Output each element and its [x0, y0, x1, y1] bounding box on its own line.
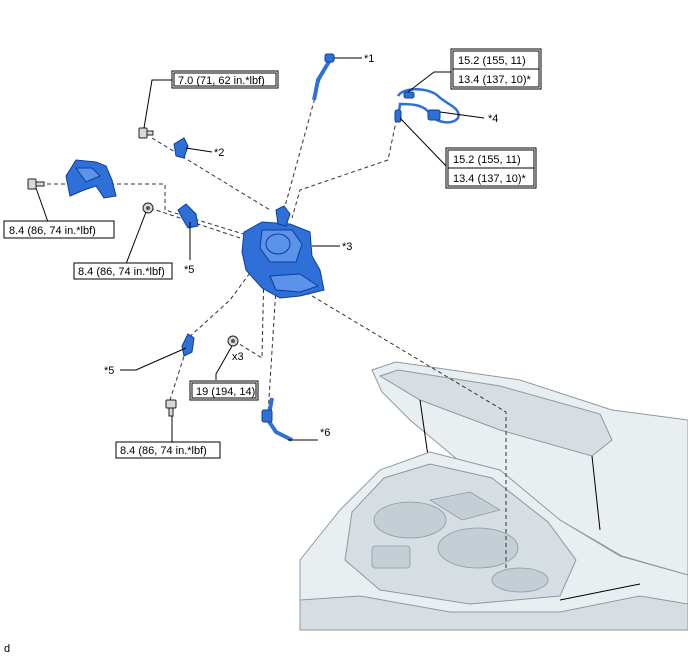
- bolt-top: [138, 127, 154, 139]
- nut-mid: [142, 202, 154, 214]
- callout-5-upper: *5: [184, 264, 194, 276]
- quantity-label: x3: [232, 351, 244, 363]
- vehicle-illustration: [299, 361, 688, 631]
- torque-box-mid: 8.4 (86, 74 in.*lbf): [73, 262, 173, 280]
- torque-box-right-bottom: 15.2 (155, 11) 13.4 (137, 10)*: [445, 147, 537, 189]
- torque-center-text: 19 (194, 14): [196, 386, 255, 398]
- torque-right-bottom-line1: 15.2 (155, 11): [453, 154, 521, 166]
- callout-1: *1: [364, 53, 374, 65]
- torque-left-text: 8.4 (86, 74 in.*lbf): [9, 225, 96, 237]
- part-hood-latch-3: [241, 205, 325, 299]
- part-bracket-5-lower: [181, 333, 195, 357]
- torque-box-right-top: 15.2 (155, 11) 13.4 (137, 10)*: [450, 48, 542, 90]
- part-bracket-5-upper: [177, 203, 199, 229]
- part-cable-4: [394, 88, 460, 124]
- torque-box-left: 8.4 (86, 74 in.*lbf): [3, 220, 115, 239]
- bolt-bottom: [165, 399, 177, 417]
- torque-right-top-line1: 15.2 (155, 11): [458, 55, 526, 67]
- callout-4: *4: [488, 113, 498, 125]
- torque-right-top-line2: 13.4 (137, 10)*: [458, 74, 531, 86]
- leader-lines: [35, 57, 485, 442]
- callout-3: *3: [342, 241, 352, 253]
- torque-bottom-text: 8.4 (86, 74 in.*lbf): [120, 445, 207, 457]
- assembly-lines: [40, 71, 507, 568]
- part-bracket-2: [173, 137, 189, 159]
- torque-right-bottom-line2: 13.4 (137, 10)*: [453, 173, 526, 185]
- bolt-left: [27, 178, 45, 190]
- figure-code: d: [4, 643, 10, 655]
- torque-box-bottom: 8.4 (86, 74 in.*lbf): [115, 441, 221, 459]
- callout-6: *6: [320, 427, 330, 439]
- part-cable-6: [261, 397, 293, 442]
- nut-center: [227, 335, 239, 347]
- torque-box-center: 19 (194, 14): [189, 380, 259, 401]
- callout-5-lower: *5: [104, 365, 114, 377]
- callout-2: *2: [214, 147, 224, 159]
- torque-top-text: 7.0 (71, 62 in.*lbf): [178, 75, 265, 87]
- torque-mid-text: 8.4 (86, 74 in.*lbf): [78, 266, 165, 278]
- part-left-bracket: [65, 159, 117, 199]
- part-cable-1: [312, 53, 335, 101]
- torque-box-top: 7.0 (71, 62 in.*lbf): [171, 70, 279, 89]
